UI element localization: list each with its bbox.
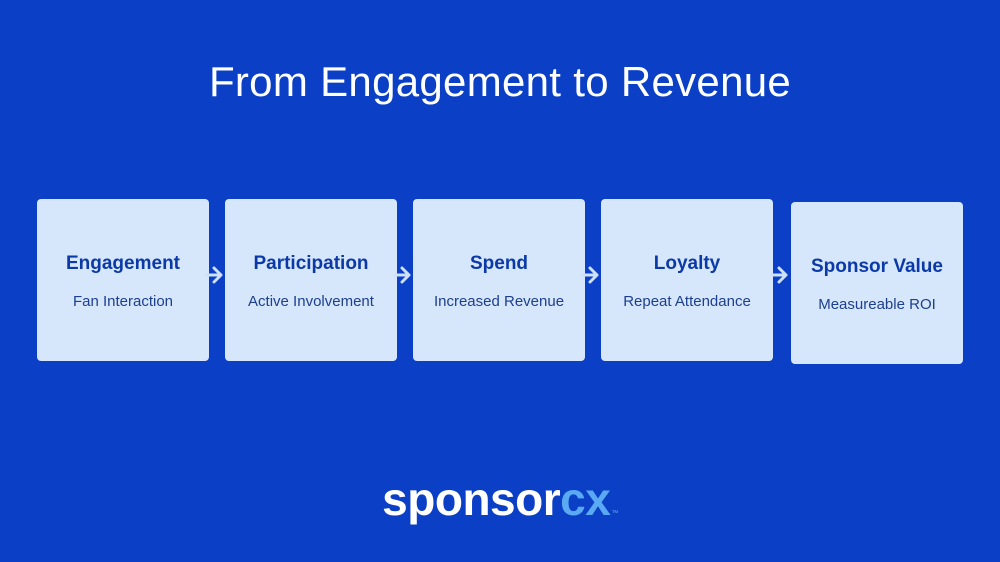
arrow-right-icon <box>581 266 599 284</box>
step-card-sponsor-value: Sponsor Value Measureable ROI <box>791 202 963 364</box>
step-title: Participation <box>253 253 369 274</box>
arrow-right-icon <box>770 266 788 284</box>
page-title: From Engagement to Revenue <box>208 58 792 105</box>
step-subtitle: Measureable ROI <box>818 296 936 313</box>
step-subtitle: Increased Revenue <box>433 293 565 310</box>
step-card-engagement: Engagement Fan Interaction <box>37 199 209 361</box>
step-card-spend: Spend Increased Revenue <box>413 199 585 361</box>
step-title: Loyalty <box>653 253 721 274</box>
step-subtitle: Repeat Attendance <box>623 293 751 310</box>
logo-trademark: ™ <box>611 510 618 517</box>
logo-wordmark-primary: sponsor <box>382 473 561 525</box>
sponsorcx-logo: sponsorcx™ <box>0 472 1000 526</box>
arrow-right-icon <box>393 266 411 284</box>
step-subtitle: Fan Interaction <box>72 293 174 310</box>
step-card-loyalty: Loyalty Repeat Attendance <box>601 199 773 361</box>
step-title: Sponsor Value <box>811 256 943 277</box>
arrow-right-icon <box>205 266 223 284</box>
logo-wordmark-accent: cx <box>560 473 611 525</box>
step-title: Spend <box>469 253 529 274</box>
step-subtitle: Active Involvement <box>248 293 374 310</box>
step-card-participation: Participation Active Involvement <box>225 199 397 361</box>
step-title: Engagement <box>65 253 181 274</box>
